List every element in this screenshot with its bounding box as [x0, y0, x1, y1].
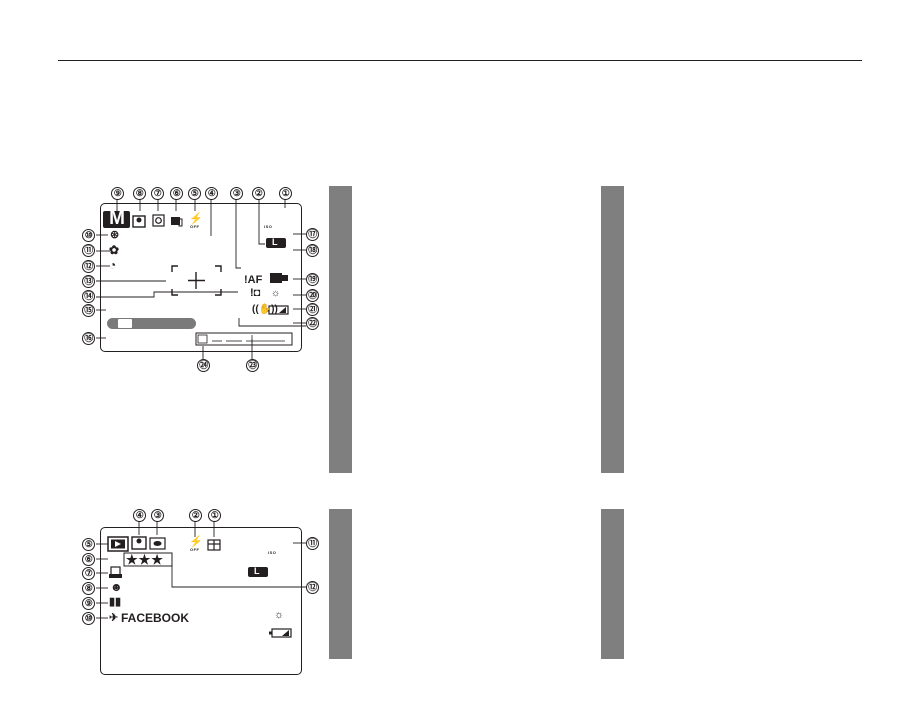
pb-callout-7: ⑦ — [82, 567, 95, 580]
playback-lcd-frame — [100, 527, 302, 675]
pb-callout-12: ⑫ — [306, 581, 319, 594]
callout-14: ⑭ — [82, 290, 95, 303]
callout-11: ⑪ — [82, 244, 95, 257]
callout-7: ⑦ — [151, 187, 164, 200]
white-balance-icon: ☼ — [271, 288, 281, 299]
rating-stars: ★★★ — [126, 552, 164, 567]
header-rule — [58, 60, 862, 61]
pb-callout-6: ⑥ — [82, 553, 95, 566]
exposure-icon — [118, 319, 132, 328]
timer-icon: ⊛ — [110, 229, 120, 241]
image-size-letter: L — [272, 237, 278, 247]
callout-15: ⑮ — [82, 304, 95, 317]
iso-readout-playback: ISO — [268, 550, 277, 555]
af-warning: !AF — [244, 274, 263, 286]
callout-10: ⑩ — [82, 229, 95, 242]
pb-callout-4: ④ — [133, 509, 146, 522]
callout-2: ② — [252, 187, 265, 200]
callout-12: ⑫ — [82, 260, 95, 273]
pb-callout-11: ⑪ — [306, 537, 319, 550]
callout-1: ① — [279, 187, 292, 200]
dual-is-off-icon: ((✋)) — [252, 304, 278, 315]
photobook-icon: ▮▮ — [109, 596, 122, 608]
callout-3: ③ — [230, 187, 243, 200]
callout-21: ㉑ — [306, 303, 319, 316]
pb-callout-10: ⑩ — [82, 612, 95, 625]
callout-13: ⑬ — [82, 275, 95, 288]
pb-callout-3: ③ — [151, 509, 164, 522]
pb-callout-2: ② — [189, 509, 202, 522]
side-panel-bottom-left — [329, 509, 352, 659]
side-panel-bottom-right — [601, 509, 624, 659]
mode-letter: M — [109, 208, 125, 229]
side-panel-top-left — [329, 186, 352, 473]
callout-22: ㉒ — [306, 317, 319, 330]
self-timer-icon: ◔ — [109, 258, 117, 272]
callout-23: ㉓ — [246, 359, 259, 372]
callout-4: ④ — [205, 187, 218, 200]
exposure-indicator-bar — [107, 318, 196, 329]
callout-24: ㉔ — [197, 359, 210, 372]
pb-callout-9: ⑨ — [82, 597, 95, 610]
image-size-letter-playback: L — [254, 566, 260, 576]
pb-callout-1: ① — [208, 509, 221, 522]
callout-5: ⑤ — [188, 187, 201, 200]
callout-19: ⑲ — [306, 273, 319, 286]
flash-off-icon: ⚡ — [189, 213, 203, 225]
upload-label: FACEBOOK — [121, 611, 190, 625]
callout-18: ⑱ — [306, 244, 319, 257]
flash-off-icon-playback: ⚡ — [189, 536, 203, 548]
camera-shake-icon: !◘ — [250, 287, 261, 299]
voice-memo-icon: ☻ — [110, 580, 123, 594]
macro-icon: ✿ — [109, 243, 120, 257]
callout-8: ⑧ — [133, 187, 146, 200]
iso-readout: ISO — [264, 224, 273, 229]
side-panel-top-right — [601, 186, 624, 473]
pb-callout-5: ⑤ — [82, 538, 95, 551]
mode-m-icon — [103, 211, 130, 228]
pb-callout-8: ⑧ — [82, 582, 95, 595]
callout-9: ⑨ — [111, 187, 124, 200]
flash-off-text: OFF — [190, 224, 200, 229]
flash-off-text-playback: OFF — [190, 547, 200, 552]
callout-17: ⑰ — [306, 228, 319, 241]
upload-icon: ✈ — [109, 612, 119, 624]
white-balance-icon-playback: ☼ — [274, 609, 285, 621]
callout-20: ⑳ — [306, 289, 319, 302]
callout-16: ⑯ — [82, 332, 95, 345]
callout-6: ⑥ — [170, 187, 183, 200]
